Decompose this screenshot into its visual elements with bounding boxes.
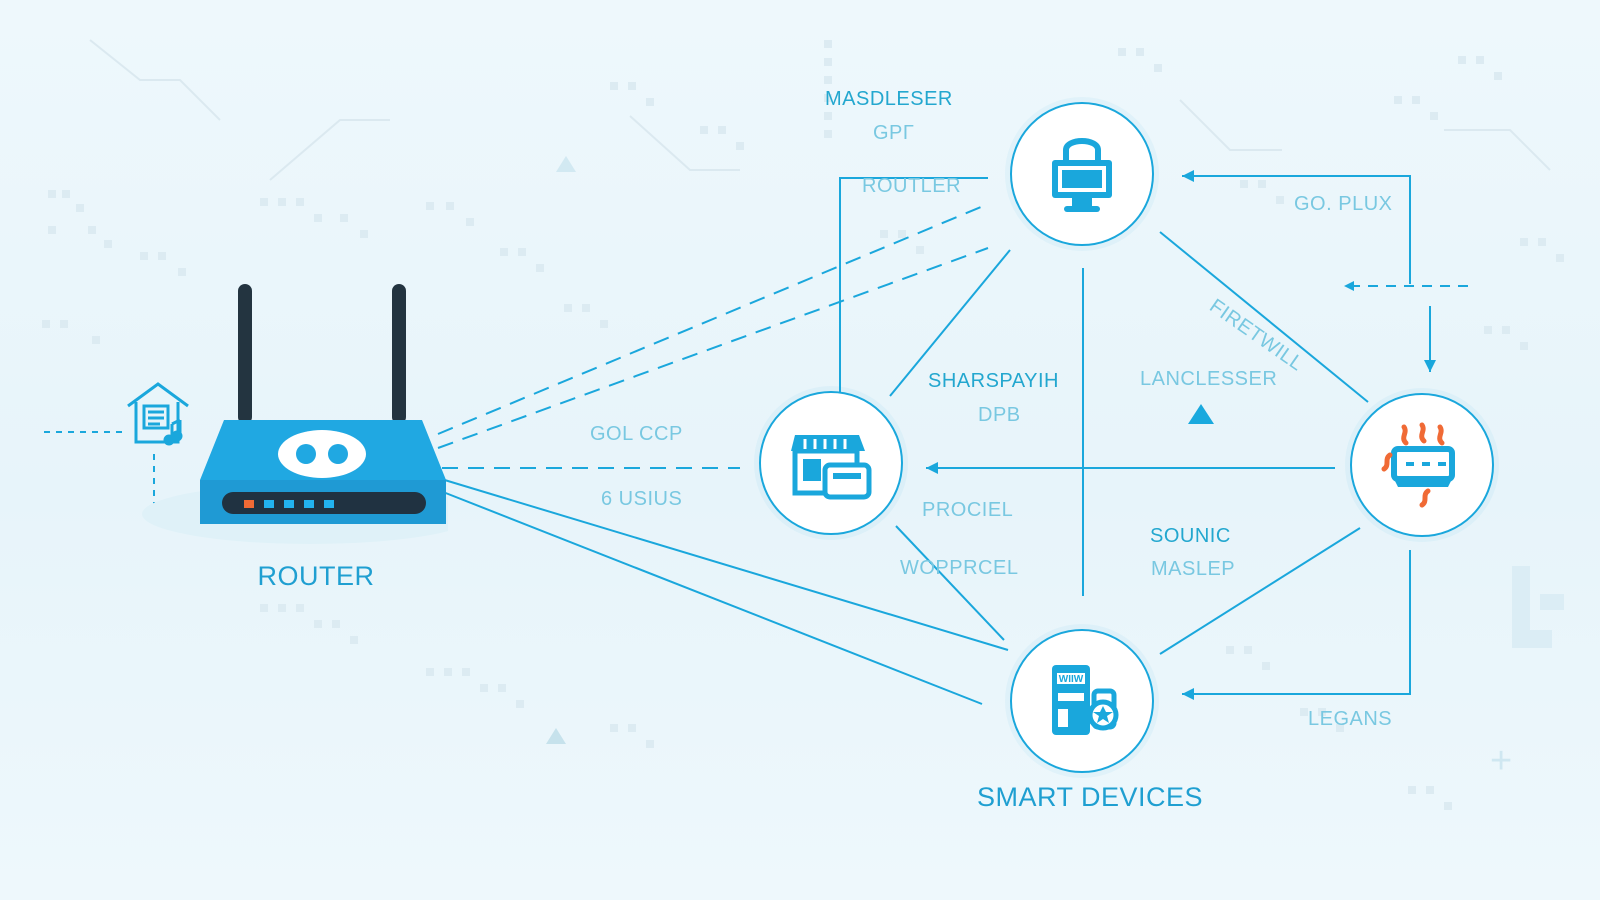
background-plus-mark: + bbox=[1490, 740, 1513, 782]
link-router-smart-a bbox=[437, 477, 1009, 651]
background-corner-block bbox=[1512, 566, 1564, 648]
label-lower-right-1: SOUNIC bbox=[1150, 525, 1231, 547]
arrow-smart-left bbox=[1182, 688, 1194, 700]
link-router-lock-dashed-b bbox=[437, 247, 989, 449]
link-storefront-lock bbox=[889, 249, 1011, 397]
router-caption: ROUTER bbox=[257, 561, 375, 591]
label-bottom-right: LEGANS bbox=[1308, 708, 1393, 730]
background-triangle-a bbox=[546, 728, 566, 744]
triangle-marker bbox=[1188, 404, 1214, 424]
link-storefront-lock-vertical bbox=[839, 177, 988, 392]
label-top-left-2: GPГ bbox=[873, 122, 915, 144]
label-lower-center-1: PROCIEL bbox=[922, 499, 1014, 521]
lock-monitor-icon bbox=[1052, 138, 1112, 212]
link-firewall-smart bbox=[1159, 527, 1361, 655]
router-icon bbox=[128, 274, 448, 554]
smart-device-node[interactable]: WIIW bbox=[1010, 629, 1154, 773]
label-lower-center-2: WOPPRCEL bbox=[900, 557, 1019, 579]
label-top-left-3: ROUTLER bbox=[862, 175, 962, 197]
arrow-top-right-left bbox=[1344, 281, 1354, 291]
background-triangle-b bbox=[556, 156, 576, 172]
firewall-node[interactable] bbox=[1350, 393, 1494, 537]
arrow-storefront-left bbox=[926, 462, 938, 474]
label-mid-center-1: SHARSPAYIH bbox=[928, 370, 1059, 392]
storefront-node[interactable] bbox=[759, 391, 903, 535]
label-mid-left-1: GOL CCP bbox=[590, 423, 683, 445]
label-lower-right-2: MASLEP bbox=[1151, 558, 1236, 580]
link-lock-firewall bbox=[1159, 231, 1369, 403]
arrow-lock-top bbox=[1182, 170, 1194, 182]
link-router-smart-b bbox=[437, 489, 983, 705]
label-mid-left-2: 6 USIUS bbox=[601, 488, 683, 510]
link-firewall-bottom-return bbox=[1182, 550, 1411, 695]
label-top-right-1: GO. PLUX bbox=[1294, 193, 1393, 215]
smart-panel-icon: WIIW bbox=[1052, 665, 1119, 735]
smart-devices-caption: SMART DEVICES bbox=[976, 782, 1204, 812]
label-top-left-1: MASDLESER bbox=[825, 88, 953, 110]
storefront-device-icon bbox=[791, 435, 872, 500]
link-firewall-top-return bbox=[1182, 175, 1411, 284]
house-music-icon bbox=[120, 378, 196, 448]
label-mid-center-2: DPB bbox=[978, 404, 1021, 426]
smart-panel-text: WIIW bbox=[1059, 674, 1084, 685]
lock-monitor-node[interactable] bbox=[1010, 102, 1154, 246]
firewall-heat-icon bbox=[1381, 422, 1455, 508]
arrow-firewall-down bbox=[1424, 360, 1436, 372]
label-mid-right-1: LANCLESSER bbox=[1140, 368, 1278, 390]
link-router-lock-dashed-a bbox=[437, 203, 989, 435]
link-storefront-smart bbox=[895, 525, 1005, 641]
